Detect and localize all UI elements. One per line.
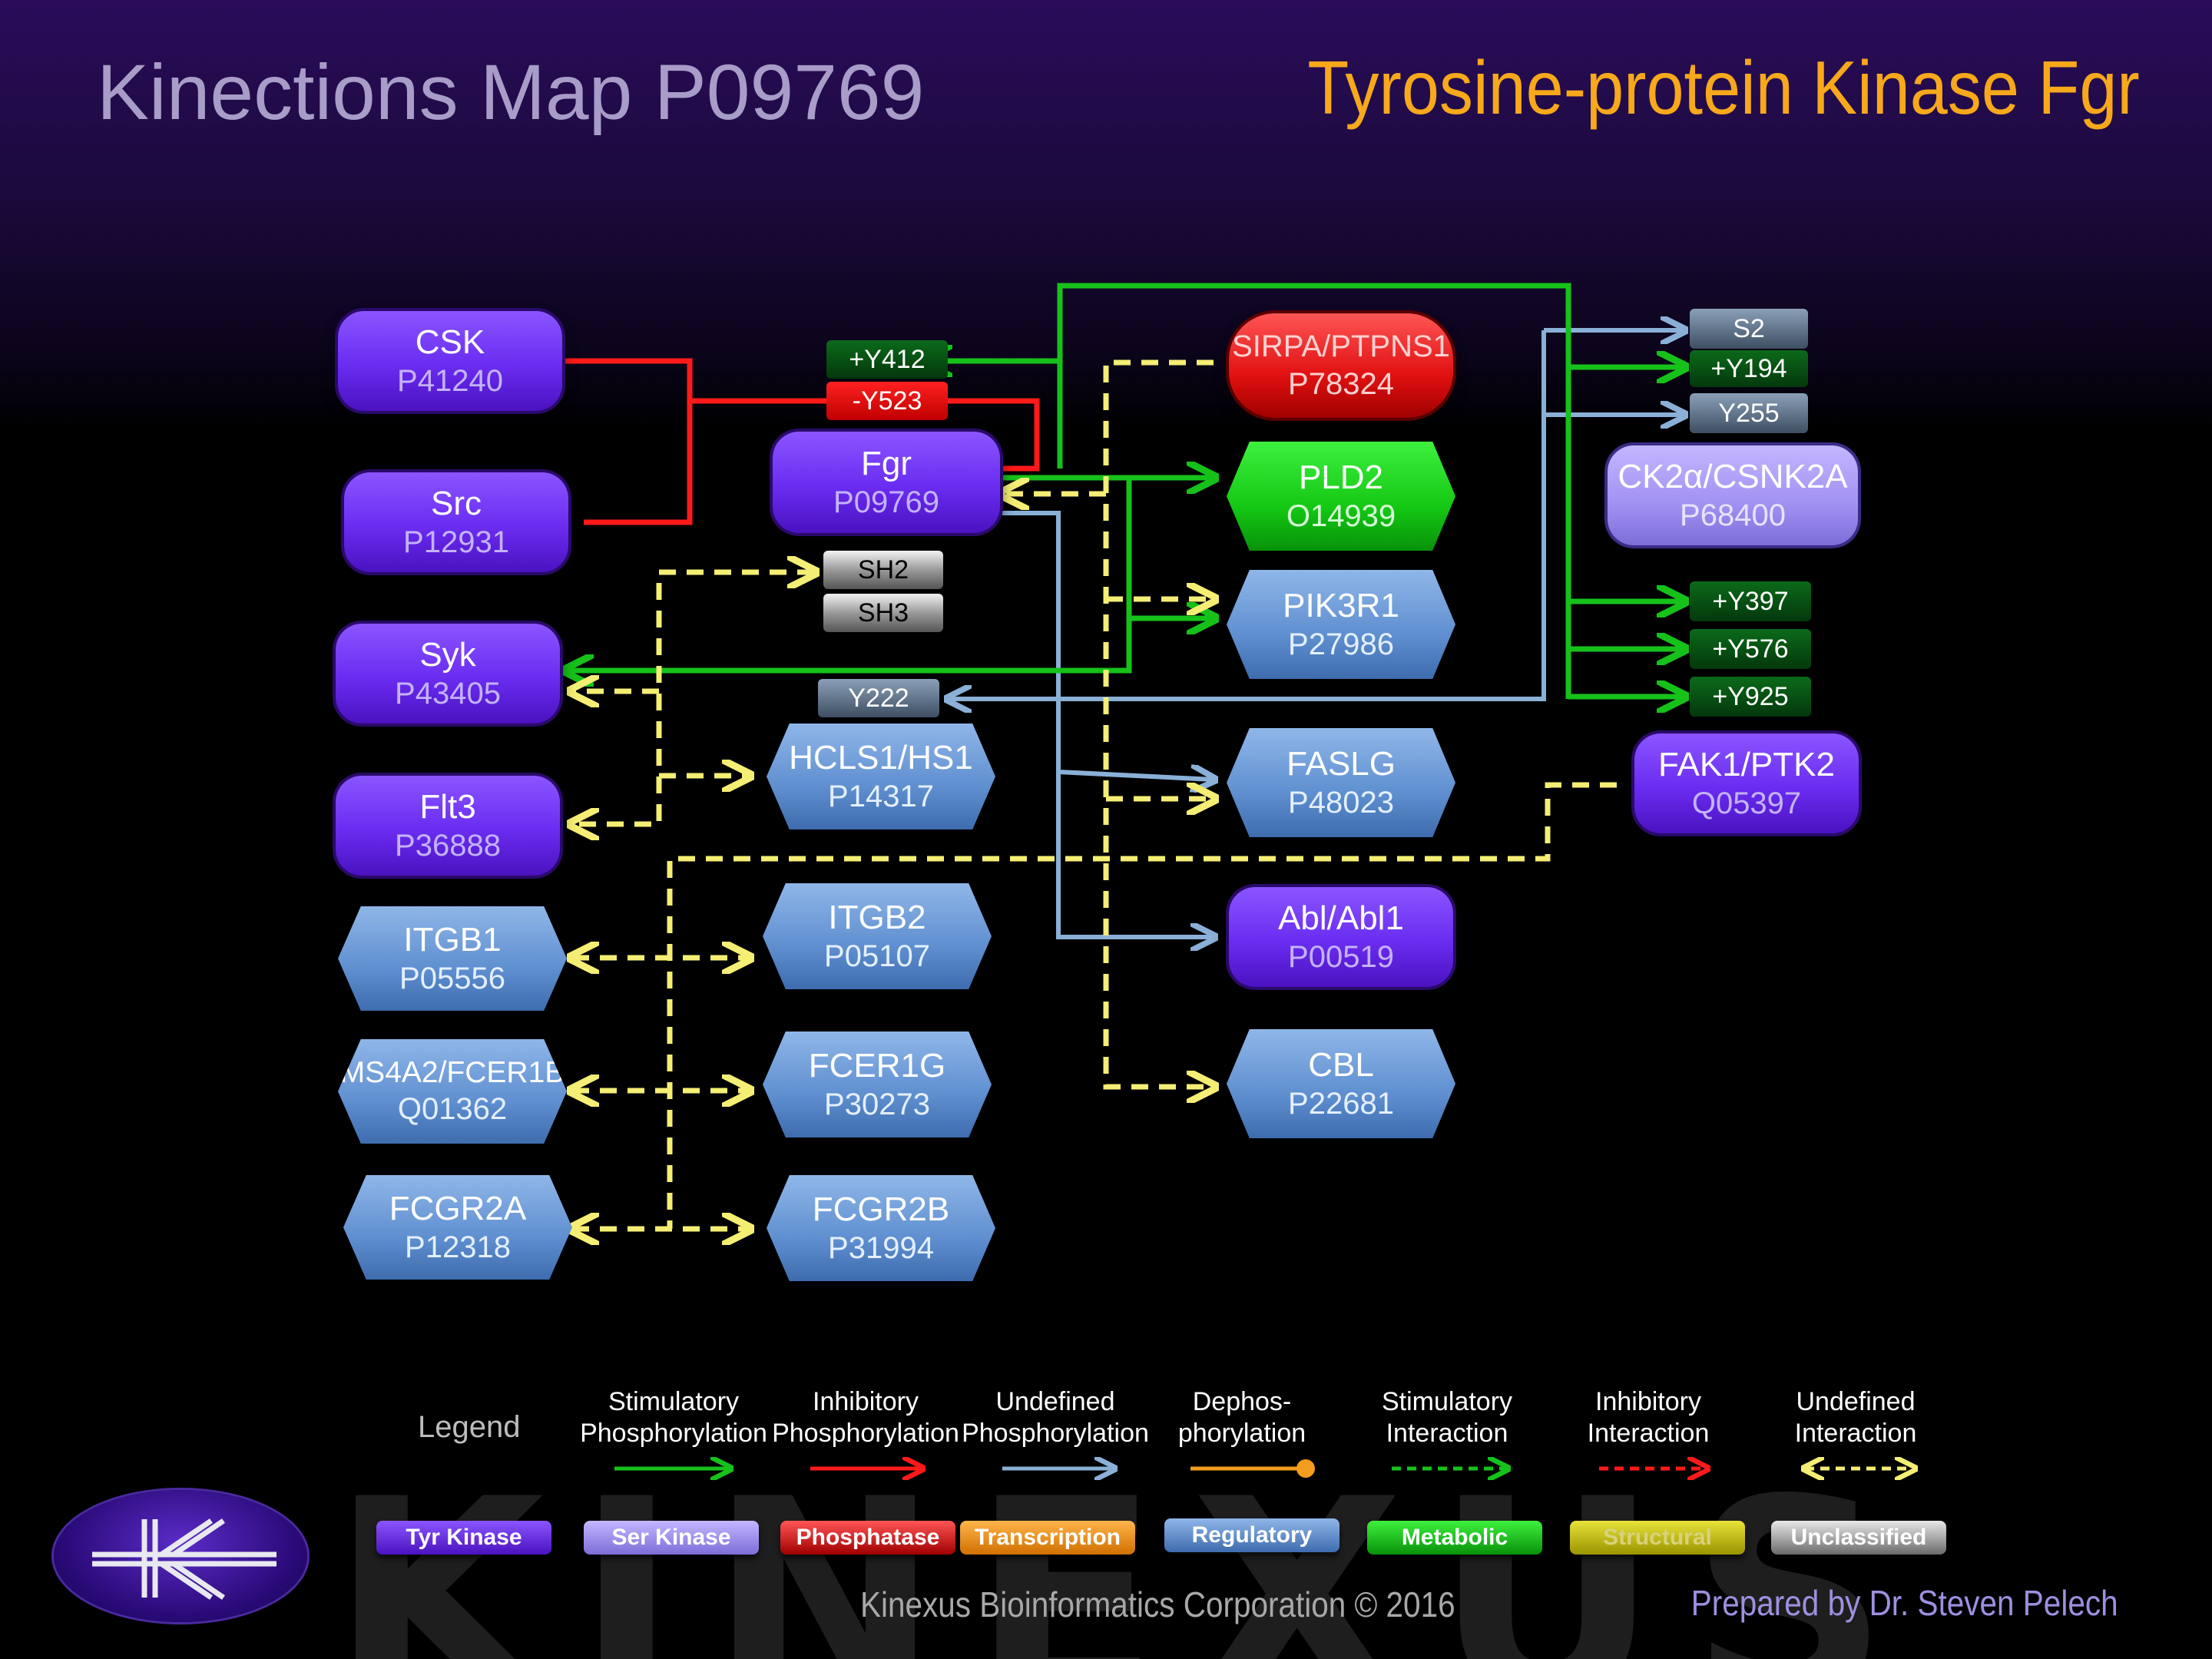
domain-sh3[interactable]: SH3 <box>823 594 943 632</box>
node-fgr[interactable]: Fgr P09769 <box>773 432 1000 533</box>
legend-undefined-phosphorylation: Undefined Phosphorylation <box>962 1387 1149 1449</box>
node-accession: O14939 <box>1286 499 1396 534</box>
node-name: FCGR2B <box>812 1190 950 1228</box>
node-name: Fgr <box>861 444 912 482</box>
node-syk[interactable]: Syk P43405 <box>336 624 560 724</box>
node-sirpa[interactable]: SIRPA/PTPNS1 P78324 <box>1229 313 1453 418</box>
node-name: CBL <box>1308 1045 1374 1084</box>
node-faslg[interactable]: FASLG P48023 <box>1227 728 1455 837</box>
legend-chip-transcription: Transcription <box>960 1521 1135 1555</box>
legend-dephosphorylation: Dephos- phorylation <box>1177 1387 1306 1449</box>
node-accession: P68400 <box>1680 498 1786 533</box>
undefined-interaction-links <box>572 359 1617 1229</box>
node-accession: P14317 <box>828 780 934 814</box>
node-fak1[interactable]: FAK1/PTK2 Q05397 <box>1634 733 1859 833</box>
node-name: Syk <box>419 635 476 674</box>
node-flt3[interactable]: Flt3 P36888 <box>336 776 560 876</box>
legend-chip-ser-kinase: Ser Kinase <box>584 1521 759 1555</box>
node-accession: P43405 <box>395 677 501 711</box>
node-fcgr2b[interactable]: FCGR2B P31994 <box>767 1175 995 1281</box>
node-name: Abl/Abl1 <box>1278 899 1404 937</box>
node-accession: P48023 <box>1288 786 1394 820</box>
node-itgb1[interactable]: ITGB1 P05556 <box>338 906 567 1011</box>
node-accession: Q05397 <box>1691 786 1802 821</box>
node-name: CSK <box>415 323 485 361</box>
node-accession: P27986 <box>1288 628 1394 662</box>
site-y222[interactable]: Y222 <box>818 679 939 717</box>
site-y576[interactable]: +Y576 <box>1690 629 1811 669</box>
legend-chip-tyr-kinase: Tyr Kinase <box>376 1521 551 1555</box>
node-name: ITGB2 <box>828 898 926 936</box>
site-s2[interactable]: S2 <box>1690 309 1808 349</box>
node-pld2[interactable]: PLD2 O14939 <box>1227 442 1455 551</box>
node-name: PLD2 <box>1298 458 1384 496</box>
site-y255[interactable]: Y255 <box>1690 393 1808 433</box>
legend-chip-metabolic: Metabolic <box>1367 1521 1542 1555</box>
kinexus-logo <box>54 1490 307 1622</box>
node-accession: P30273 <box>824 1088 930 1122</box>
node-ms4a2[interactable]: MS4A2/FCER1B Q01362 <box>338 1039 567 1144</box>
node-name: FAK1/PTK2 <box>1658 745 1835 783</box>
domain-sh2[interactable]: SH2 <box>823 551 943 589</box>
node-accession: P09769 <box>833 485 939 520</box>
site-y397[interactable]: +Y397 <box>1690 581 1811 621</box>
protein-title: Tyrosine-protein Kinase Fgr <box>1307 45 2140 130</box>
node-csk[interactable]: CSK P41240 <box>338 311 562 411</box>
legend-chip-phosphatase: Phosphatase <box>780 1521 955 1555</box>
node-name: SIRPA/PTPNS1 <box>1232 329 1450 364</box>
page-title: Kinections Map P09769 <box>97 48 925 136</box>
node-name: MS4A2/FCER1B <box>339 1055 565 1089</box>
node-name: PIK3R1 <box>1283 586 1399 624</box>
site-y523[interactable]: -Y523 <box>826 382 948 420</box>
node-accession: P41240 <box>397 364 503 399</box>
footer-company: Kinexus Bioinformatics Corporation © 201… <box>860 1584 1455 1624</box>
stimulatory-links <box>567 283 1684 699</box>
legend-inhibitory-interaction: Inhibitory Interaction <box>1587 1387 1710 1449</box>
footer-author: Prepared by Dr. Steven Pelech <box>1691 1583 2118 1623</box>
node-accession: P05556 <box>399 962 505 996</box>
node-name: FCER1G <box>808 1046 946 1084</box>
kinexus-watermark: KINEXUS <box>330 1440 1920 1659</box>
node-name: Flt3 <box>419 787 476 826</box>
legend-inhibitory-phosphorylation: Inhibitory Phosphorylation <box>772 1387 959 1449</box>
legend-undefined-interaction: Undefined Interaction <box>1794 1387 1917 1449</box>
node-accession: P12318 <box>405 1230 511 1265</box>
node-name: FCGR2A <box>389 1189 527 1227</box>
site-y925[interactable]: +Y925 <box>1690 677 1811 717</box>
node-accession: P78324 <box>1288 367 1394 401</box>
legend-stimulatory-interaction: Stimulatory Interaction <box>1381 1387 1513 1449</box>
node-name: CK2α/CSNK2A <box>1618 457 1848 495</box>
node-accession: P31994 <box>828 1231 934 1266</box>
legend-stimulatory-phosphorylation: Stimulatory Phosphorylation <box>580 1387 767 1449</box>
node-hcls1[interactable]: HCLS1/HS1 P14317 <box>767 724 995 830</box>
node-abl1[interactable]: Abl/Abl1 P00519 <box>1229 887 1453 987</box>
node-accession: P22681 <box>1288 1087 1394 1121</box>
node-accession: P05107 <box>824 939 930 974</box>
legend-chip-structural: Structural <box>1570 1521 1745 1555</box>
node-fcer1g[interactable]: FCER1G P30273 <box>763 1031 992 1137</box>
node-fcgr2a[interactable]: FCGR2A P12318 <box>343 1175 572 1280</box>
node-name: FASLG <box>1286 744 1396 783</box>
site-y194[interactable]: +Y194 <box>1690 350 1808 387</box>
node-itgb2[interactable]: ITGB2 P05107 <box>763 883 992 989</box>
node-cbl[interactable]: CBL P22681 <box>1227 1029 1455 1138</box>
node-accession: Q01362 <box>397 1092 508 1127</box>
node-name: HCLS1/HS1 <box>789 738 973 777</box>
node-name: Src <box>431 484 482 522</box>
node-accession: P36888 <box>395 829 501 863</box>
legend-chip-regulatory: Regulatory <box>1164 1518 1339 1552</box>
node-src[interactable]: Src P12931 <box>344 472 568 572</box>
kinexus-k-icon <box>92 1518 276 1600</box>
site-y412[interactable]: +Y412 <box>826 340 948 379</box>
legend-title: Legend <box>418 1410 521 1444</box>
node-accession: P12931 <box>403 525 509 560</box>
node-ck2a[interactable]: CK2α/CSNK2A P68400 <box>1608 445 1858 545</box>
node-pik3r1[interactable]: PIK3R1 P27986 <box>1227 570 1455 679</box>
node-name: ITGB1 <box>403 920 502 959</box>
legend-chip-unclassified: Unclassified <box>1771 1521 1946 1555</box>
node-accession: P00519 <box>1288 940 1394 975</box>
